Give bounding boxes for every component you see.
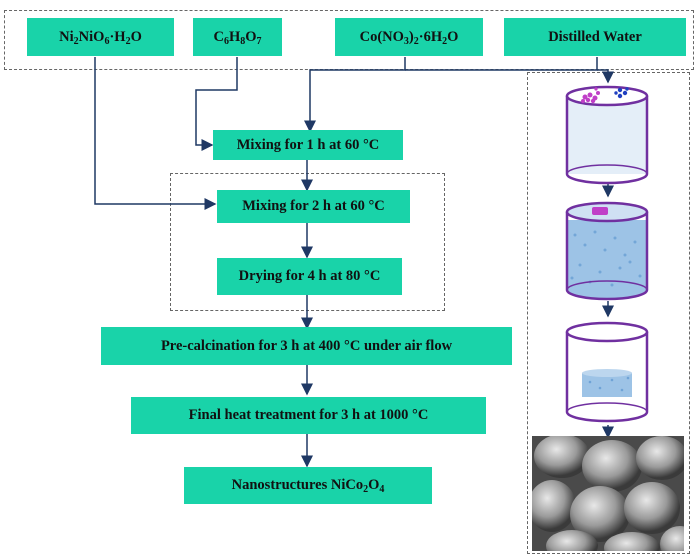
arrow-citric-to-mix1 [195,57,238,151]
reagent-ni2nio6-h2o: Ni2NiO6·H2O [27,18,174,56]
line-water [405,57,598,71]
reagent-cobalt-nitrate: Co(NO3)2·6H2O [335,18,483,56]
reagent-distilled-water: Distilled Water [504,18,686,56]
sem-micrograph [532,436,684,551]
step-final-heat-treatment: Final heat treatment for 3 h at 1000 °C [131,397,486,434]
step-final-heat-label: Final heat treatment for 3 h at 1000 °C [188,407,429,423]
arrow-ni-to-mix2 [94,57,217,210]
sem-image-icon [532,436,684,551]
reagent-cobalt-label: Co(NO3)2·6H2O [359,28,459,47]
beaker-with-dried-gel-icon [565,321,649,423]
step-pre-calcination: Pre-calcination for 3 h at 400 °C under … [101,327,512,365]
step-drying: Drying for 4 h at 80 °C [217,258,402,295]
step-mixing-2h-label: Mixing for 2 h at 60 °C [242,198,385,214]
beaker-with-solution-icon [565,201,649,301]
step-product-nico2o4: Nanostructures NiCo2O4 [184,467,432,504]
step-drying-label: Drying for 4 h at 80 °C [238,268,381,284]
step-mixing-1h-label: Mixing for 1 h at 60 °C [236,136,380,153]
step-pre-calcination-label: Pre-calcination for 3 h at 400 °C under … [160,337,453,354]
step-mixing-1h: Mixing for 1 h at 60 °C [213,130,403,160]
reagent-citric-label: C6H8O7 [213,28,262,47]
product-label: Nanostructures NiCo2O4 [231,477,385,495]
beaker-with-reagents-icon [565,85,649,185]
reagent-ni-label: Ni2NiO6·H2O [59,28,142,47]
step-mixing-2h: Mixing for 2 h at 60 °C [217,190,410,223]
arrow-water-panel [597,69,614,84]
reagent-water-label: Distilled Water [548,28,642,45]
reagent-c6h8o7: C6H8O7 [193,18,282,56]
arrow-cobalt-to-mix1 [304,57,406,133]
